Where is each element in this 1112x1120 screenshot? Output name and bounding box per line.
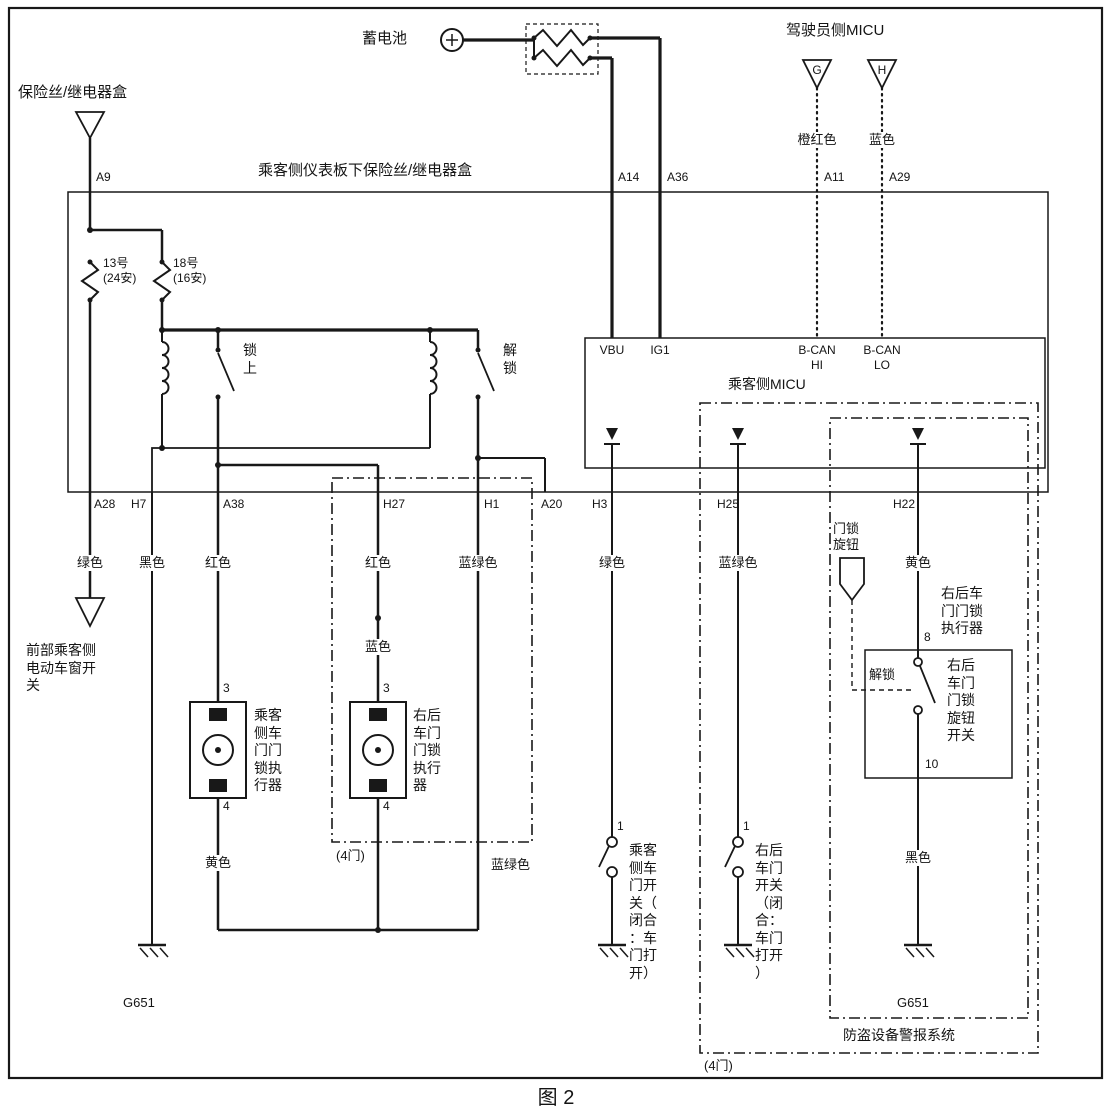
relay-unlock-label: 解锁 <box>503 342 517 376</box>
wire-color-a38-red: 红色 <box>202 555 234 572</box>
pin-pax-actuator-4: 4 <box>223 799 230 813</box>
caption-pax-actuator: 乘客侧车门门锁执行器 <box>254 707 282 793</box>
wire-color-a28-green: 绿色 <box>74 555 106 572</box>
knob-switch-assembly <box>864 492 1013 958</box>
label-driver-micu: 驾驶员侧MICU <box>786 22 885 39</box>
driver-micu-connectors <box>801 59 898 340</box>
pin-pax-door-switch-1: 1 <box>617 819 624 833</box>
terminal-h27: H27 <box>383 497 406 511</box>
pin-knob-switch-10: 10 <box>925 757 939 771</box>
pin-rr-actuator-4: 4 <box>383 799 390 813</box>
rr-door-lock-actuator <box>349 492 407 930</box>
wire-color-h27-red: 红色 <box>362 555 394 572</box>
pin-rr-door-switch-1: 1 <box>743 819 750 833</box>
wire-color-h25-teal: 蓝绿色 <box>716 555 760 572</box>
caption-window-switch: 前部乘客侧电动车窗开关 <box>26 642 96 693</box>
window-switch-wire <box>74 492 106 629</box>
wire-color-return-teal: 蓝绿色 <box>489 857 533 874</box>
unlock-relay <box>429 330 546 492</box>
relay-coil-return <box>151 447 430 492</box>
lock-relay <box>161 330 380 492</box>
fuse-relay-box-outline <box>67 191 1049 493</box>
terminal-h25: H25 <box>717 497 740 511</box>
caption-rr-actuator: 右后车门门锁执行器 <box>413 707 441 793</box>
security-system-inner-box <box>829 417 1029 1019</box>
rr-door-switch <box>724 492 755 958</box>
fuse18-rating: (16安) <box>173 271 207 285</box>
wire-color-orange-red: 橙红色 <box>795 132 839 149</box>
label-door-lock-knob: 门锁旋钮 <box>833 521 860 553</box>
terminal-a9: A9 <box>96 170 111 184</box>
wire-color-h7-black: 黑色 <box>136 555 168 572</box>
main-fuse-block <box>525 23 662 338</box>
door-lock-knob-symbol <box>839 557 912 691</box>
micu-terminal-bcan-lo: B-CAN LO <box>863 343 901 372</box>
terminal-h1: H1 <box>484 497 500 511</box>
wire-color-blue-top: 蓝色 <box>866 132 898 149</box>
caption-rr-door-switch: 右后车门开关（闭合：车门打开） <box>755 842 783 981</box>
terminal-a14: A14 <box>618 170 640 184</box>
wire-color-h3-green: 绿色 <box>596 555 628 572</box>
page-border <box>7 6 1104 1080</box>
wire-color-actuator-yellow: 黄色 <box>202 855 234 872</box>
label-fuse-relay-box: 保险丝/继电器盒 <box>18 84 128 101</box>
terminal-a28: A28 <box>94 497 116 511</box>
caption-pax-door-switch: 乘客侧车门开关（闭合：车门打开） <box>629 842 657 981</box>
label-battery: 蓄电池 <box>362 30 408 47</box>
fuse-18 <box>152 261 172 330</box>
micu-terminal-bcan-hi: B-CAN HI <box>798 343 836 372</box>
terminal-a20: A20 <box>541 497 563 511</box>
battery-symbol <box>440 28 534 52</box>
label-security-system: 防盗设备警报系统 <box>841 1027 957 1045</box>
pin-knob-switch-8: 8 <box>924 630 931 644</box>
wire-color-h27-blue: 蓝色 <box>362 639 394 656</box>
four-door-option-box <box>331 477 533 843</box>
fuse13-rating: (24安) <box>103 271 137 285</box>
terminal-h7: H7 <box>131 497 147 511</box>
micu-terminal-vbu: VBU <box>599 343 625 357</box>
caption-knob-switch-assembly: 右后车门门锁执行器 <box>941 585 983 636</box>
label-four-door-2: (4门) <box>704 1058 733 1073</box>
triangle-letter-h: H <box>877 63 887 77</box>
box-title: 乘客侧仪表板下保险丝/继电器盒 <box>258 162 473 179</box>
micu-box <box>584 337 1046 469</box>
ground-g651-left: G651 <box>123 995 155 1010</box>
label-four-door-1: (4门) <box>336 848 365 863</box>
terminal-a38: A38 <box>223 497 245 511</box>
triangle-letter-g: G <box>812 63 822 77</box>
label-knob-state-unlock: 解锁 <box>867 667 898 684</box>
pin-pax-actuator-3: 3 <box>223 681 230 695</box>
terminal-a36: A36 <box>667 170 689 184</box>
caption-knob-switch: 右后车门门锁旋钮开关 <box>947 657 975 743</box>
micu-terminal-ig1: IG1 <box>650 343 670 357</box>
ground-g651-right: G651 <box>897 995 929 1010</box>
junction-dots <box>87 35 593 933</box>
pax-door-switch <box>598 492 629 958</box>
fuse13-name: 13号 <box>103 256 129 270</box>
wire-color-h1-teal: 蓝绿色 <box>456 555 500 572</box>
terminal-a11: A11 <box>824 170 845 184</box>
relay-lock-label: 锁上 <box>243 342 257 376</box>
wire-color-knob-black: 黑色 <box>902 850 934 867</box>
micu-output-drivers <box>604 428 926 492</box>
pin-rr-actuator-3: 3 <box>383 681 390 695</box>
terminal-h22: H22 <box>893 497 916 511</box>
micu-label: 乘客侧MICU <box>728 376 806 392</box>
fuse18-name: 18号 <box>173 256 199 270</box>
fuse-13 <box>80 261 100 492</box>
wire-color-h22-yellow: 黄色 <box>902 555 934 572</box>
terminal-a29: A29 <box>889 170 911 184</box>
terminal-h3: H3 <box>592 497 608 511</box>
security-system-box <box>699 402 1039 1054</box>
fuse-box-feed-a9 <box>74 111 164 262</box>
figure-caption: 图 2 <box>537 1087 575 1109</box>
